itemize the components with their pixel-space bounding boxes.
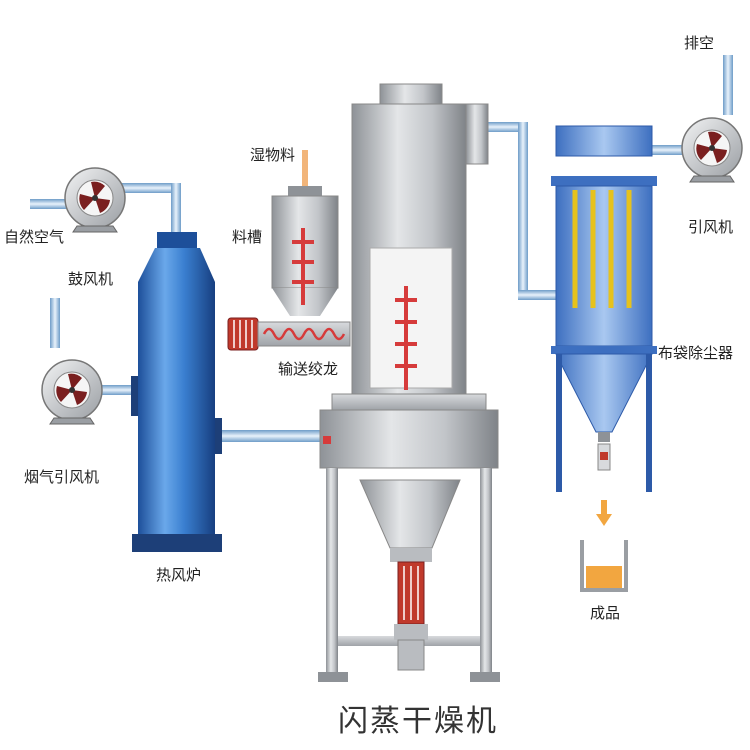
flash-dryer — [318, 83, 500, 682]
pipe-network — [30, 55, 733, 442]
fan-icon — [681, 117, 743, 183]
blower-fan — [64, 167, 126, 233]
diagram-title: 闪蒸干燥机 — [338, 704, 498, 739]
label-induced-fan: 引风机 — [688, 218, 734, 236]
induced-fan — [681, 117, 743, 183]
label-natural-air: 自然空气 — [4, 228, 65, 246]
product-bin — [580, 500, 628, 592]
label-hopper: 料槽 — [232, 228, 263, 246]
label-product: 成品 — [590, 604, 621, 622]
arrow-down-icon — [596, 500, 612, 526]
bag-filter — [551, 125, 657, 492]
label-wet-material: 湿物料 — [250, 146, 296, 164]
feed-hopper — [271, 186, 339, 316]
label-bag-filter: 布袋除尘器 — [658, 344, 734, 362]
fan-icon — [41, 359, 103, 425]
label-flue-fan: 烟气引风机 — [24, 468, 100, 486]
flue-gas-fan — [41, 359, 103, 425]
label-hot-air-furnace: 热风炉 — [156, 566, 202, 584]
label-screw-conveyor: 输送绞龙 — [278, 360, 339, 378]
fan-icon — [64, 167, 126, 233]
label-exhaust: 排空 — [684, 34, 715, 52]
agitator-icon — [292, 228, 314, 305]
label-blower: 鼓风机 — [68, 270, 114, 288]
hot-air-furnace — [131, 232, 222, 552]
filter-bag-icon — [572, 190, 632, 308]
agitator-icon — [395, 286, 417, 390]
screw-conveyor — [227, 317, 351, 351]
